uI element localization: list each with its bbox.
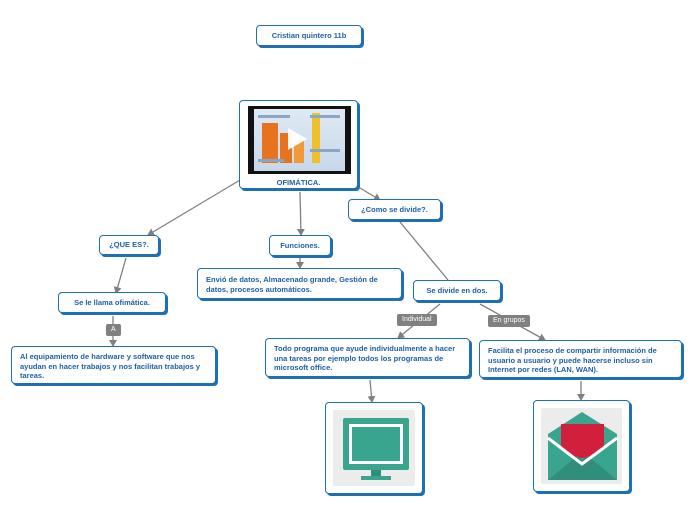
title-node[interactable]: Cristian quintero 11b <box>256 25 362 46</box>
edge-center-como <box>359 187 381 201</box>
edge-center-funciones <box>296 191 305 236</box>
edge-center-que-es <box>147 179 241 236</box>
edge-como-divide <box>399 221 449 281</box>
funciones-node[interactable]: Funciones. <box>269 235 331 256</box>
groups-image-node[interactable] <box>533 400 630 492</box>
edge-que-es-llama <box>113 257 127 294</box>
computer-monitor-icon <box>343 418 409 480</box>
grupos-desc-node[interactable]: Facilita el proceso de compartir informa… <box>479 340 682 378</box>
se-le-llama-node[interactable]: Se le llama ofimática. <box>58 292 166 313</box>
individual-image-node[interactable] <box>325 402 423 494</box>
grupos-desc-text: Facilita el proceso de compartir informa… <box>488 346 657 374</box>
video-thumbnail[interactable] <box>248 106 351 174</box>
individual-desc-node[interactable]: Todo programa que ayude individualmente … <box>265 338 470 377</box>
individual-desc-text: Todo programa que ayude individualmente … <box>274 344 456 372</box>
edge-label-en-grupos: En grupos <box>488 315 530 327</box>
edge-individual-image <box>367 379 376 403</box>
title-text: Cristian quintero 11b <box>271 30 347 40</box>
se-divide-en-dos-text: Se divide en dos. <box>426 285 488 295</box>
que-es-node[interactable]: ¿QUE ES?. <box>99 235 159 255</box>
definicion-node[interactable]: Al equipamiento de hardware y software q… <box>11 346 216 384</box>
center-node[interactable]: OFIMÁTICA. <box>239 100 358 189</box>
se-le-llama-text: Se le llama ofimática. <box>74 297 150 307</box>
edge-label-individual: Individual <box>397 314 437 326</box>
como-se-divide-node[interactable]: ¿Como se divide?. <box>348 199 441 220</box>
edge-label-a: A <box>106 324 121 336</box>
funciones-text: Funciones. <box>280 240 320 250</box>
funciones-detalle-node[interactable]: Envió de datos, Almacenado grande, Gesti… <box>197 268 402 299</box>
funciones-detalle-text: Envió de datos, Almacenado grande, Gesti… <box>206 275 378 294</box>
definicion-text: Al equipamiento de hardware y software q… <box>20 352 201 380</box>
play-icon[interactable] <box>288 128 307 150</box>
se-divide-en-dos-node[interactable]: Se divide en dos. <box>413 280 501 301</box>
como-se-divide-text: ¿Como se divide?. <box>361 204 428 214</box>
envelope-mail-icon <box>547 412 618 480</box>
que-es-text: ¿QUE ES?. <box>109 240 149 250</box>
center-label: OFIMÁTICA. <box>276 178 321 187</box>
